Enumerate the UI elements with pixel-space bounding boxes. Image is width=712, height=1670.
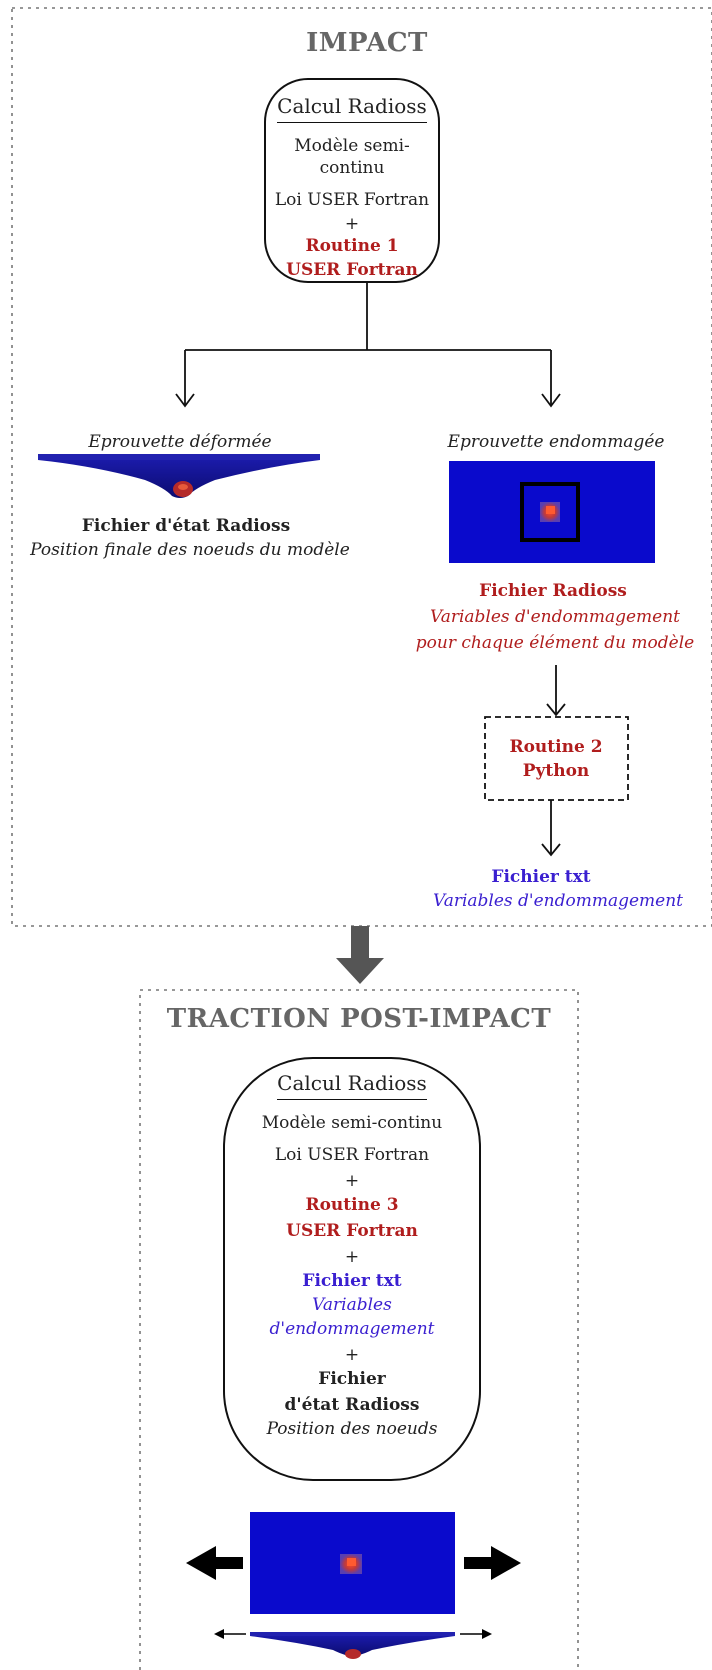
traction-title: TRACTION POST-IMPACT [166, 1004, 552, 1034]
traction-calc-model: Modèle semi-continu [261, 1113, 443, 1133]
arrow-to-routine2 [546, 665, 566, 717]
routine2-box [484, 716, 629, 801]
traction-state-line2: d'état Radioss [284, 1395, 420, 1415]
routine3-line2: USER Fortran [286, 1221, 418, 1241]
transition-arrow [336, 926, 384, 984]
thin-arrow-right [460, 1629, 492, 1639]
deformed-caption: Eprouvette déformée [88, 432, 272, 452]
traction-calc-box: Calcul Radioss Modèle semi-continu Loi U… [223, 1057, 481, 1481]
routine2-line1: Routine 2 [509, 737, 603, 757]
traction-state-desc: Position des noeuds [266, 1419, 438, 1439]
impact-routine1-line1: Routine 1 [305, 236, 399, 256]
traction-calc-heading: Calcul Radioss [277, 1071, 427, 1100]
state-file-title: Fichier d'état Radioss [81, 516, 291, 536]
impact-routine1-line2: USER Fortran [286, 260, 418, 280]
traction-txt-desc-2: d'endommagement [269, 1319, 435, 1339]
traction-calc-law: Loi USER Fortran [274, 1145, 430, 1165]
traction-txt-desc-1: Variables [312, 1295, 392, 1315]
arrow-to-txt [541, 800, 561, 857]
pull-arrow-right [464, 1546, 521, 1580]
impact-calc-heading: Calcul Radioss [277, 94, 427, 123]
radioss-file-title: Fichier Radioss [479, 581, 627, 601]
damaged-caption: Eprouvette endommagée [447, 432, 665, 452]
impact-title: IMPACT [306, 28, 428, 58]
damaged-specimen [449, 461, 655, 563]
impact-calc-box: Calcul Radioss Modèle semi-continu Loi U… [264, 78, 440, 283]
impact-branch-connector [175, 282, 561, 408]
traction-plus-3: + [344, 1345, 360, 1365]
radioss-file-desc-1: Variables d'endommagement [429, 607, 681, 627]
state-file-desc: Position finale des noeuds du modèle [30, 540, 350, 560]
impact-calc-plus: + [344, 214, 360, 234]
traction-deformed-specimen [250, 1632, 455, 1659]
traction-plus-1: + [344, 1171, 360, 1191]
traction-section-border [139, 989, 579, 1670]
radioss-file-desc-2: pour chaque élément du modèle [415, 633, 695, 653]
routine2-line2: Python [522, 761, 590, 781]
routine3-line1: Routine 3 [305, 1195, 399, 1215]
impact-calc-law: Loi USER Fortran [274, 190, 430, 210]
thin-arrow-left [214, 1629, 246, 1639]
traction-txt-title: Fichier txt [302, 1271, 402, 1291]
pull-arrow-left [186, 1546, 243, 1580]
deformed-specimen [38, 454, 320, 498]
txt-file-desc: Variables d'endommagement [432, 891, 684, 911]
traction-plus-2: + [344, 1247, 360, 1267]
txt-file-title: Fichier txt [491, 867, 591, 887]
impact-calc-model: Modèle semi-continu [294, 136, 410, 178]
traction-state-line1: Fichier [318, 1369, 386, 1389]
traction-specimen [250, 1512, 455, 1614]
